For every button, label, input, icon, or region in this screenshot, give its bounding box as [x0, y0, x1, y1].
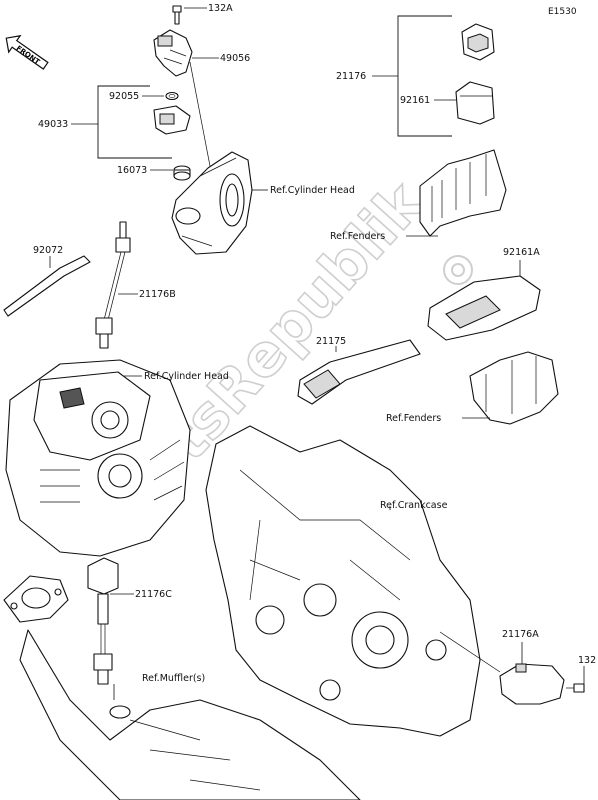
label-49033: 49033 — [38, 119, 68, 130]
sensor-21176-connector[interactable] — [461, 23, 495, 61]
throttle-body — [171, 151, 253, 255]
sensor-49056[interactable] — [153, 29, 193, 77]
label-92055: 92055 — [109, 91, 139, 102]
label-92072: 92072 — [33, 245, 63, 256]
label-49056: 49056 — [220, 53, 250, 64]
fuel-injector[interactable] — [153, 105, 191, 135]
ref-crankcase: Ref.Crankcase — [380, 500, 448, 511]
front-direction-badge: FRONT — [5, 34, 49, 70]
collar-16073[interactable] — [173, 165, 191, 181]
label-21176: 21176 — [336, 71, 366, 82]
label-21175: 21175 — [316, 336, 346, 347]
fender-bracket-mid — [469, 351, 559, 425]
label-16073: 16073 — [117, 165, 147, 176]
ref-cylinder-head-top: Ref.Cylinder Head — [270, 185, 355, 196]
cable-tie-92072[interactable] — [3, 255, 91, 317]
label-132: 132 — [578, 655, 596, 666]
muffler — [19, 629, 361, 800]
diagram-code: E1530 — [548, 7, 577, 17]
sensor-21176C[interactable] — [87, 557, 119, 685]
label-21176C: 21176C — [135, 589, 172, 600]
label-21176A: 21176A — [502, 629, 539, 640]
label-92161A: 92161A — [503, 247, 540, 258]
cap-92161[interactable] — [455, 81, 495, 125]
exhaust-flange — [3, 575, 69, 623]
fender-bracket-top — [419, 149, 507, 237]
relay-21175[interactable] — [297, 339, 421, 405]
gear-icon — [443, 255, 473, 285]
ref-fenders-top: Ref.Fenders — [330, 231, 385, 242]
label-92161: 92161 — [400, 95, 430, 106]
bolt-132A[interactable] — [172, 5, 182, 25]
label-21176B: 21176B — [139, 289, 176, 300]
ref-fenders-mid: Ref.Fenders — [386, 413, 441, 424]
sensor-21176A[interactable] — [439, 631, 565, 705]
bolt-132[interactable] — [566, 683, 585, 693]
ref-cylinder-head-mid: Ref.Cylinder Head — [144, 371, 229, 382]
oring-92055[interactable] — [165, 91, 179, 101]
label-132A: 132A — [208, 3, 233, 14]
crankcase — [205, 425, 481, 737]
cover-92161A[interactable] — [427, 275, 541, 341]
sensor-21176B[interactable] — [95, 221, 131, 349]
ref-muffler: Ref.Muffler(s) — [142, 673, 205, 684]
cylinder-head — [5, 359, 191, 557]
